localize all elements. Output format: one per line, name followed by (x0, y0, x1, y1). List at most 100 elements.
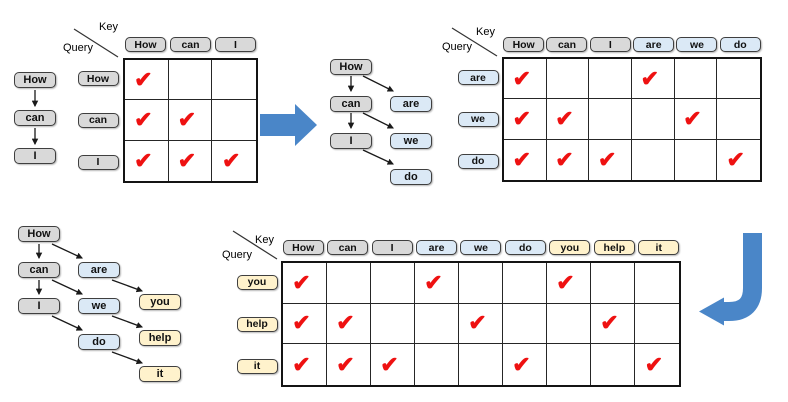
matrix-cell (675, 139, 718, 180)
gen-arrow-i-do (51, 315, 83, 331)
key-token-i: I (215, 37, 256, 52)
key-token-can: can (170, 37, 211, 52)
matrix-cell: ✔ (327, 303, 371, 345)
token-do: do (78, 334, 120, 350)
matrix-cell: ✔ (547, 263, 591, 304)
token-are: are (390, 96, 432, 112)
matrix-cell (503, 303, 547, 345)
matrix-cell: ✔ (371, 344, 415, 385)
token-how: How (18, 226, 60, 242)
gen-arrow-how-are (362, 75, 394, 92)
token-we: we (390, 133, 432, 149)
attention-matrix-3x9: ✔ ✔ ✔ ✔ ✔ ✔ ✔ ✔ ✔ ✔ ✔ ✔ (281, 261, 681, 387)
matrix-cell (591, 263, 635, 304)
matrix-cell (632, 139, 675, 180)
key-token-do: do (504, 240, 546, 255)
key-token-do: do (719, 37, 761, 52)
query-axis-label: Query (442, 41, 472, 53)
token-can: can (330, 96, 372, 112)
matrix-cell (459, 263, 503, 304)
matrix-cell (459, 344, 503, 385)
query-axis-label: Query (63, 42, 93, 54)
key-axis-label: Key (99, 21, 118, 33)
token-it: it (139, 366, 181, 382)
token-can: can (14, 110, 56, 126)
key-token-can: can (327, 240, 369, 255)
matrix-cell: ✔ (504, 59, 547, 100)
token-are: are (78, 262, 120, 278)
matrix-cell (591, 344, 635, 385)
token-do: do (390, 169, 432, 185)
query-token-can: can (77, 112, 119, 128)
gen-arrow-how-are (51, 243, 83, 259)
key-token-we: we (460, 240, 502, 255)
matrix-cell: ✔ (125, 60, 169, 101)
matrix-cell (212, 60, 256, 101)
matrix-cell: ✔ (169, 140, 213, 181)
query-axis-label: Query (222, 249, 252, 261)
matrix-cell (547, 303, 591, 345)
key-token-help: help (593, 240, 635, 255)
gen-arrow-i-do (362, 149, 394, 165)
matrix-cell (415, 303, 459, 345)
matrix-cell: ✔ (283, 263, 327, 304)
matrix-cell (635, 263, 679, 304)
token-how: How (14, 72, 56, 88)
gen-arrow-do-it (111, 351, 144, 365)
matrix-cell: ✔ (726, 146, 745, 172)
token-we: we (78, 298, 120, 314)
key-token-we: we (676, 37, 718, 52)
token-i: I (330, 133, 372, 149)
matrix-cell (589, 99, 632, 140)
query-token-do: do (457, 153, 499, 169)
token-how: How (330, 59, 372, 75)
query-token-help: help (236, 316, 278, 332)
key-token-how: How (125, 37, 166, 52)
query-token-you: you (236, 274, 278, 290)
matrix-cell (717, 99, 760, 140)
matrix-cell: ✔ (674, 99, 718, 140)
matrix-cell: ✔ (504, 139, 547, 180)
matrix-cell (168, 60, 213, 101)
matrix-cell (327, 263, 371, 304)
key-token-i: I (371, 240, 413, 255)
matrix-cell: ✔ (644, 351, 664, 377)
matrix-cell: ✔ (283, 303, 327, 345)
token-i: I (18, 298, 60, 314)
matrix-cell: ✔ (547, 139, 590, 180)
matrix-cell (371, 303, 415, 345)
next-step-arrow (260, 104, 317, 146)
loop-arrow-shaft (723, 233, 762, 321)
matrix-cell (503, 263, 547, 304)
attention-matrix-3x3: ✔ ✔ ✔ ✔ ✔ ✔ (123, 58, 258, 183)
attention-matrix-3x6: ✔ ✔ ✔ ✔ ✔ ✔ ✔ ✔ ✔ (502, 57, 762, 182)
query-token-it: it (236, 358, 278, 374)
key-token-it: it (638, 240, 680, 255)
matrix-cell (632, 99, 675, 140)
matrix-cell: ✔ (125, 100, 169, 141)
token-i: I (14, 148, 56, 164)
matrix-cell: ✔ (632, 59, 675, 100)
matrix-cell: ✔ (125, 140, 169, 181)
matrix-cell (589, 59, 632, 100)
token-help: help (139, 330, 181, 346)
matrix-cell: ✔ (415, 263, 459, 304)
query-label-column: are we do (457, 57, 499, 182)
matrix-cell: ✔ (546, 99, 590, 140)
key-token-are: are (633, 37, 675, 52)
matrix-cell (547, 344, 591, 385)
key-token-i: I (589, 37, 631, 52)
key-axis-label: Key (255, 234, 274, 246)
key-token-how: How (282, 240, 324, 255)
gen-arrow-can-we (51, 279, 83, 295)
matrix-cell (717, 59, 760, 100)
matrix-cell (212, 100, 256, 141)
matrix-cell: ✔ (591, 303, 635, 345)
matrix-cell (546, 59, 590, 100)
loop-arrow-head (699, 297, 724, 326)
query-label-column: How can I (76, 58, 120, 183)
matrix-cell: ✔ (327, 344, 371, 385)
matrix-cell: ✔ (504, 99, 547, 140)
matrix-cell: ✔ (589, 139, 632, 180)
key-header-row: How can I (123, 37, 258, 52)
